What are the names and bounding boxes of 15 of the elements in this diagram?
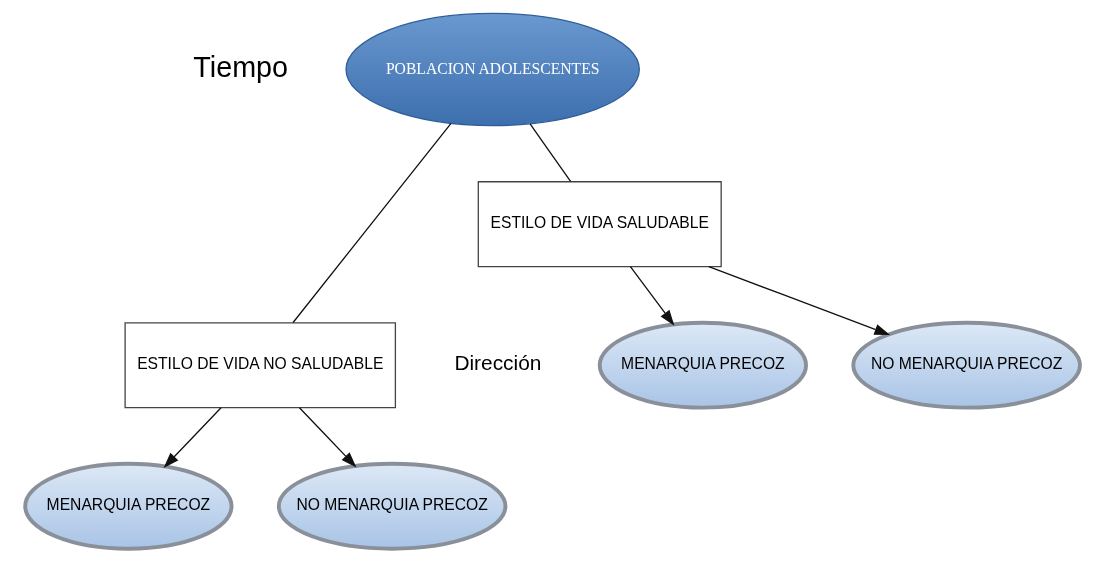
connector (292, 122, 452, 324)
node-box: ESTILO DE VIDA SALUDABLE (477, 181, 722, 268)
arrow (629, 266, 675, 326)
node-box: ESTILO DE VIDA NO SALUDABLE (124, 322, 397, 409)
node-ellipse: POBLACION ADOLESCENTES (345, 12, 640, 127)
label: Tiempo (193, 50, 289, 83)
node-ellipse: MENARQUIA PRECOZ (23, 461, 234, 551)
connector (529, 123, 572, 183)
node-ellipse: NO MENARQUIA PRECOZ (276, 461, 508, 551)
arrow (298, 407, 357, 468)
node-ellipse: NO MENARQUIA PRECOZ (851, 320, 1082, 410)
label: Dirección (454, 351, 542, 375)
arrow (163, 407, 222, 468)
arrow (708, 266, 891, 336)
node-ellipse: MENARQUIA PRECOZ (597, 320, 808, 410)
